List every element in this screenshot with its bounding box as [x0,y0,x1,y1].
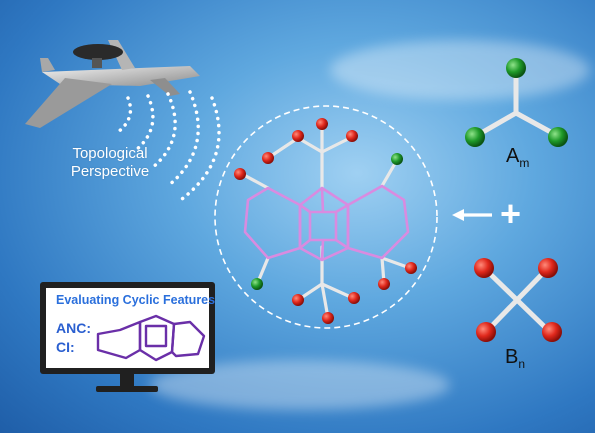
building-block-a [465,58,568,147]
cage-inner [308,210,338,242]
green-atom [391,153,403,165]
sky-highlight [330,40,590,100]
building-block-b [474,258,562,342]
b-subscript: n [518,357,526,371]
red-atom [474,258,494,278]
monitor-title: Evaluating Cyclic Features [56,293,216,307]
red-atom [346,130,358,142]
right-ring [346,184,410,260]
focus-circle [214,105,438,329]
signal-wave [134,94,155,152]
red-atom [542,322,562,342]
cage-inner [144,324,168,348]
signal-wave [166,90,200,188]
building-block-a-label: Am [506,145,529,170]
molecule-structure [234,118,417,324]
red-atoms [234,118,417,324]
red-atom [405,262,417,274]
airplane-tail [40,58,55,72]
a-letter: A [506,145,520,167]
red-atom [538,258,558,278]
red-atom [316,118,328,130]
red-atom [348,292,360,304]
right-ring [170,320,206,358]
building-block-b-label: Bn [505,346,525,371]
red-atom [476,322,496,342]
signal-wave [150,92,177,170]
monitor-base [96,386,158,392]
signal-wave [116,96,133,134]
green-atom [465,127,485,147]
left-ring [243,186,302,260]
cyclic-structure-sketch [96,314,206,362]
red-atom [378,278,390,290]
airplane-wing [25,78,112,128]
red-atom [292,294,304,306]
cage-outer [298,186,350,262]
signal-waves-icon [116,90,221,204]
perspective-line-2: Perspective [70,163,150,180]
a-subscript: m [519,156,530,170]
red-atom [234,168,246,180]
green-atom [506,58,526,78]
anc-label: ANC: [56,320,91,336]
radar-dome-icon [73,44,123,60]
arrow-left-icon [452,209,492,221]
ring-framework [243,184,410,262]
airplane-icon [25,40,200,128]
plus-sign: + [500,193,522,234]
perspective-line-1: Topological [72,145,148,162]
radar-mount [92,58,102,68]
airplane-tail [150,78,180,96]
topological-perspective-label: Topological Perspective [55,145,165,181]
monitor-neck [120,374,134,388]
red-atom [262,152,274,164]
red-atom [322,312,334,324]
green-atom [548,127,568,147]
green-atom [251,278,263,290]
b-letter: B [505,346,519,368]
signal-wave [176,96,221,204]
green-atoms [251,153,403,290]
ci-label: CI: [56,339,75,355]
monitor-icon [40,282,215,392]
red-atom [292,130,304,142]
